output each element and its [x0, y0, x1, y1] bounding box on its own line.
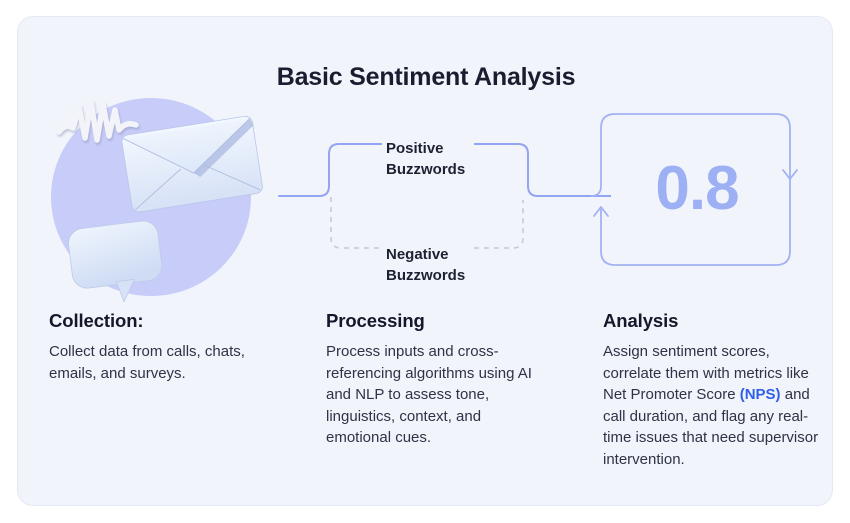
- soundwave-icon: [56, 99, 139, 143]
- envelope-icon: [121, 115, 263, 213]
- positive-buzzwords-label: Positive Buzzwords: [382, 137, 474, 183]
- processing-heading: Processing: [326, 310, 425, 331]
- negative-buzzwords-label: Negative Buzzwords: [382, 243, 474, 289]
- nps-link[interactable]: (NPS): [739, 386, 781, 403]
- page-title: Basic Sentiment Analysis: [276, 63, 576, 91]
- analysis-body-after: and call duration, and flag any real-tim…: [603, 386, 819, 468]
- column-analysis: Analysis Assign sentiment scores, correl…: [603, 308, 820, 470]
- loop-outline: [591, 113, 791, 266]
- negative-branch-line: [330, 197, 524, 249]
- processing-body: Process inputs and cross-referencing alg…: [326, 343, 532, 446]
- sentiment-score: 0.8: [655, 154, 739, 223]
- analysis-body-before: Assign sentiment scores, correlate them …: [603, 343, 809, 403]
- column-collection: Collection: Collect data from calls, cha…: [49, 308, 247, 384]
- collection-body: Collect data from calls, chats, emails, …: [49, 343, 245, 382]
- arrow-up-icon: [593, 206, 609, 217]
- speech-bubble-icon: [68, 220, 163, 303]
- analysis-body: Assign sentiment scores, correlate them …: [603, 341, 820, 470]
- arrow-down-icon: [782, 169, 798, 180]
- analysis-heading: Analysis: [603, 310, 679, 331]
- collection-heading: Collection:: [49, 310, 144, 331]
- column-processing: Processing Process inputs and cross-refe…: [326, 308, 538, 449]
- infographic-card: Basic Sentiment Analysis: [17, 16, 833, 506]
- score-loop: [591, 113, 798, 266]
